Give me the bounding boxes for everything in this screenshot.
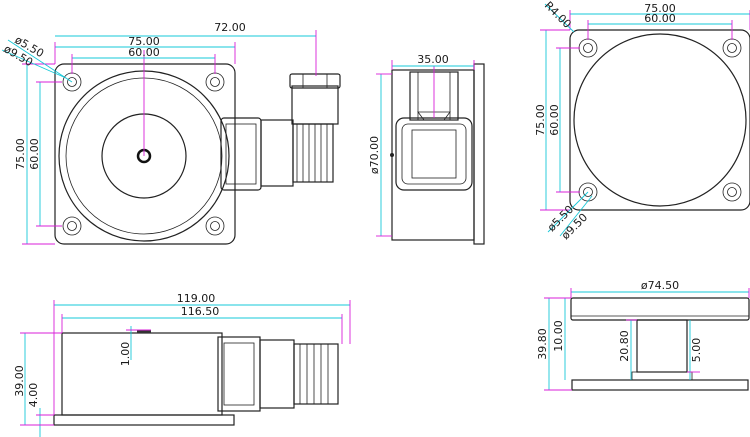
cable-connector	[220, 73, 341, 191]
dim-width-outer: 75.00	[644, 2, 676, 15]
front-connector-c	[293, 343, 339, 405]
connector-nut	[417, 111, 451, 121]
dim-stem-gap: 5.00	[690, 338, 703, 363]
side-mark	[390, 153, 394, 157]
dim-base-thickness: 4.00	[27, 383, 40, 408]
back-circle	[573, 33, 747, 207]
dim-length-total: 119.00	[177, 292, 216, 305]
dim-width-inner: 60.00	[644, 12, 676, 25]
profile-top-disc	[570, 297, 750, 321]
mount-hole-inner	[210, 77, 220, 87]
dim-stem-height: 20.80	[618, 330, 631, 362]
leader-hole	[7, 39, 73, 83]
side-view: 35.00 ø70.00	[368, 53, 485, 245]
mount-hole-inner	[67, 221, 77, 231]
leader-hole	[1, 49, 67, 79]
front-connector-b	[259, 339, 295, 409]
dim-height-total: 39.80	[536, 328, 549, 360]
mount-hole-outer	[62, 216, 82, 236]
mount-hole-inner	[210, 221, 220, 231]
connector-face-outer	[395, 117, 473, 191]
front-view: 119.00 116.50 39.00 4.00 1.00	[13, 292, 351, 437]
dim-overall-length: 72.00	[214, 21, 246, 34]
dim-corner-radius: R4.00	[542, 0, 574, 31]
profile-collar	[631, 371, 693, 381]
side-plate	[473, 63, 485, 245]
dim-diameter: ø70.00	[368, 136, 381, 174]
connector-face-core	[411, 129, 457, 179]
dim-height-total: 39.00	[13, 365, 26, 397]
dim-top-diameter: ø74.50	[641, 279, 679, 292]
mount-hole-outer	[205, 216, 225, 236]
leader-radius	[544, 3, 575, 33]
mount-hole-outer	[205, 72, 225, 92]
dim-top-step: 1.00	[119, 342, 132, 367]
dim-width-outer: 75.00	[128, 35, 160, 48]
front-base	[53, 414, 235, 426]
profile-stem	[636, 319, 688, 373]
top-step	[137, 330, 151, 333]
leader-hole	[547, 191, 589, 233]
dim-length-body: 116.50	[181, 305, 220, 318]
back-plate	[569, 29, 750, 211]
mount-hole-inner	[67, 77, 77, 87]
dim-height-inner: 60.00	[28, 138, 41, 170]
dim-depth: 35.00	[417, 53, 449, 66]
leader-hole	[559, 195, 593, 237]
profile-view: ø74.50 39.80 10.00 20.80 5.00	[536, 279, 750, 391]
connector-face-inner	[401, 123, 467, 185]
dim-top-thickness: 10.00	[552, 320, 565, 352]
dim-width-inner: 60.00	[128, 46, 160, 59]
mounting-plate	[54, 63, 236, 245]
dim-height-outer: 75.00	[14, 138, 27, 170]
top-view: 72.00 75.00 60.00 75.00 60.00 ø5.50 ø9.5…	[1, 21, 341, 245]
profile-base	[571, 379, 749, 391]
front-body	[61, 332, 223, 416]
dim-height-inner: 60.00	[548, 104, 561, 136]
right-view: 75.00 60.00 75.00 60.00 R4.00 ø5.50 ø9.5…	[534, 0, 750, 242]
dim-height-outer: 75.00	[534, 104, 547, 136]
side-body	[391, 69, 475, 241]
